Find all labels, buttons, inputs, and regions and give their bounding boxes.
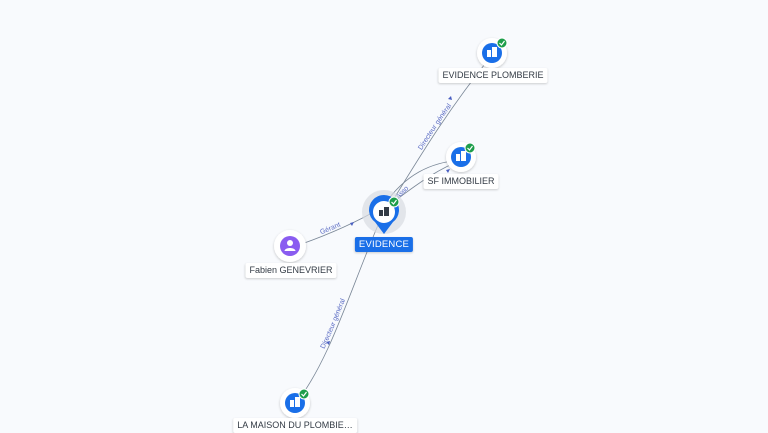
person-icon bbox=[284, 240, 296, 251]
building-icon bbox=[290, 397, 300, 407]
edge-arrow bbox=[326, 341, 330, 345]
node-evidence-plomberie[interactable] bbox=[477, 37, 508, 68]
node-la-maison-du-plombier[interactable] bbox=[280, 388, 310, 418]
node-label-evidence-plomberie[interactable]: EVIDENCE PLOMBERIE bbox=[438, 68, 548, 83]
edge-arrow bbox=[448, 96, 452, 100]
edge-label-maison: Directeur général bbox=[320, 297, 347, 350]
verified-check-icon bbox=[464, 142, 476, 154]
verified-check-icon bbox=[298, 388, 310, 400]
node-label-sf-immobilier[interactable]: SF IMMOBILIER bbox=[423, 174, 499, 189]
node-label-fabien-genevrier[interactable]: Fabien GENEVRIER bbox=[245, 263, 337, 278]
node-label-la-maison-du-plombier[interactable]: LA MAISON DU PLOMBIE… bbox=[233, 418, 357, 433]
node-evidence[interactable] bbox=[362, 190, 406, 234]
building-icon bbox=[379, 207, 389, 216]
edge-label-person: Gérant bbox=[319, 221, 342, 236]
edge-label-plomberie: Directeur général bbox=[417, 102, 453, 151]
node-sf-immobilier[interactable] bbox=[446, 142, 476, 172]
verified-check-icon bbox=[388, 196, 400, 208]
building-icon bbox=[487, 47, 497, 57]
verified-check-icon bbox=[496, 37, 508, 49]
edge-arrow bbox=[350, 222, 354, 226]
node-fabien-genevrier[interactable] bbox=[274, 230, 306, 262]
node-label-evidence[interactable]: EVIDENCE bbox=[354, 237, 414, 252]
edge-arrow bbox=[446, 169, 450, 173]
building-icon bbox=[456, 151, 466, 161]
